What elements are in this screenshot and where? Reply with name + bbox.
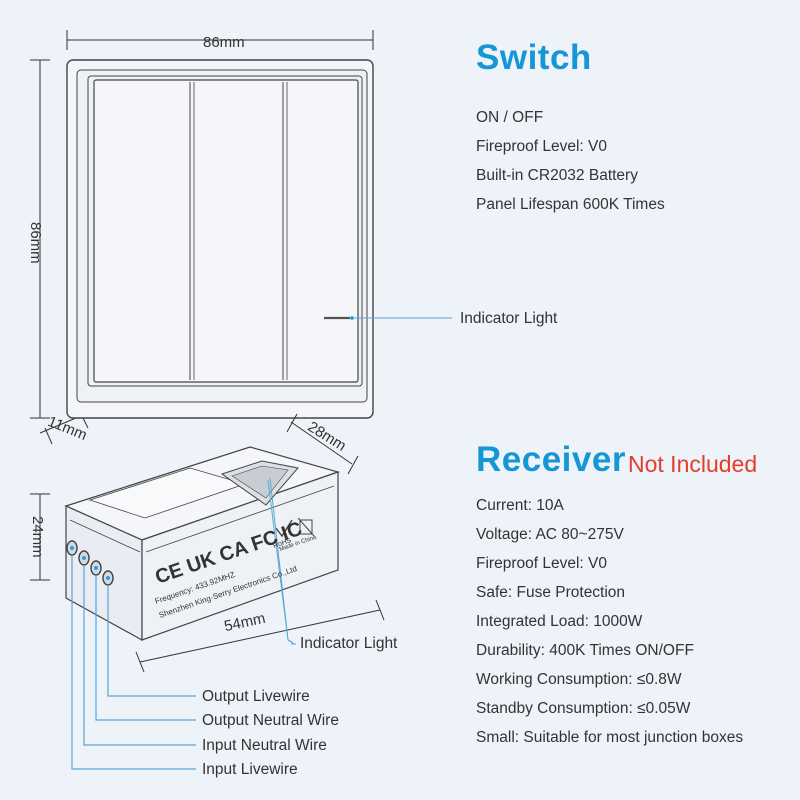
- receiver-indicator-label: Indicator Light: [300, 635, 398, 652]
- receiver-not-included: Not Included: [628, 451, 758, 477]
- switch-indicator-label: Indicator Light: [460, 310, 558, 327]
- switch-spec-4: Panel Lifespan 600K Times: [476, 196, 665, 213]
- receiver-spec-4: Safe: Fuse Protection: [476, 584, 626, 601]
- receiver-height-dimension: [30, 493, 50, 581]
- receiver-spec-6: Durability: 400K Times ON/OFF: [476, 642, 694, 659]
- receiver-spec-1: Current: 10A: [476, 497, 564, 514]
- receiver-spec-3: Fireproof Level: V0: [476, 555, 607, 572]
- switch-panel: [66, 59, 374, 419]
- receiver-box: [64, 446, 340, 642]
- switch-title: Switch: [476, 38, 592, 77]
- receiver-width-dimension: [286, 413, 359, 475]
- switch-height-label: 86mm: [27, 222, 44, 264]
- receiver-spec-2: Voltage: AC 80~275V: [476, 526, 624, 543]
- receiver-spec-7: Working Consumption: ≤0.8W: [476, 671, 682, 688]
- switch-spec-3: Built-in CR2032 Battery: [476, 167, 638, 184]
- wire-leaders: [71, 555, 196, 770]
- receiver-spec-5: Integrated Load: 1000W: [476, 613, 643, 630]
- receiver-title: Receiver: [476, 440, 626, 479]
- wire-output-neutral: Output Neutral Wire: [202, 712, 339, 729]
- wire-input-livewire: Input Livewire: [202, 761, 298, 778]
- switch-width-label: 86mm: [203, 34, 245, 51]
- wire-output-livewire: Output Livewire: [202, 688, 310, 705]
- switch-spec-1: ON / OFF: [476, 109, 544, 126]
- receiver-spec-9: Small: Suitable for most junction boxes: [476, 729, 744, 746]
- switch-width-dimension: [66, 30, 374, 50]
- switch-height-dimension: [30, 59, 50, 419]
- receiver-spec-8: Standby Consumption: ≤0.05W: [476, 700, 691, 717]
- wire-input-neutral: Input Neutral Wire: [202, 737, 327, 754]
- receiver-height-label: 24mm: [29, 516, 46, 558]
- switch-spec-2: Fireproof Level: V0: [476, 138, 607, 155]
- receiver-length-dimension: [135, 599, 385, 673]
